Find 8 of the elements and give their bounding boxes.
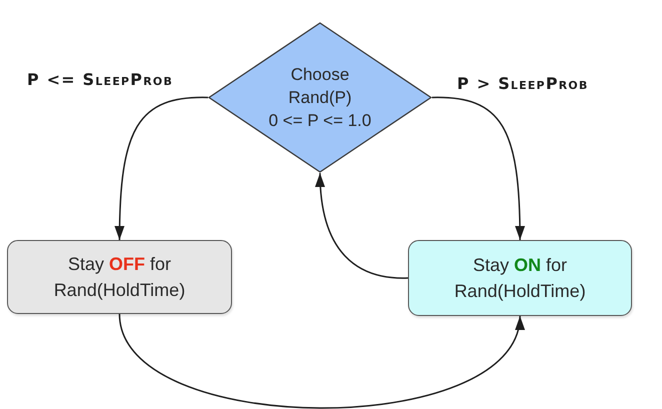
- state-box: [408, 240, 632, 316]
- state-box: [7, 240, 232, 314]
- curved-arrow: [432, 96, 525, 240]
- curved-arrow: [114, 96, 208, 240]
- curved-arrow: [316, 172, 408, 279]
- state-text: Stay ON for Rand(HoldTime): [453, 254, 587, 303]
- state-text: Stay OFF for Rand(HoldTime): [52, 253, 186, 302]
- decision-text: Choose Rand(P) 0 <= P <= 1.0: [268, 64, 372, 132]
